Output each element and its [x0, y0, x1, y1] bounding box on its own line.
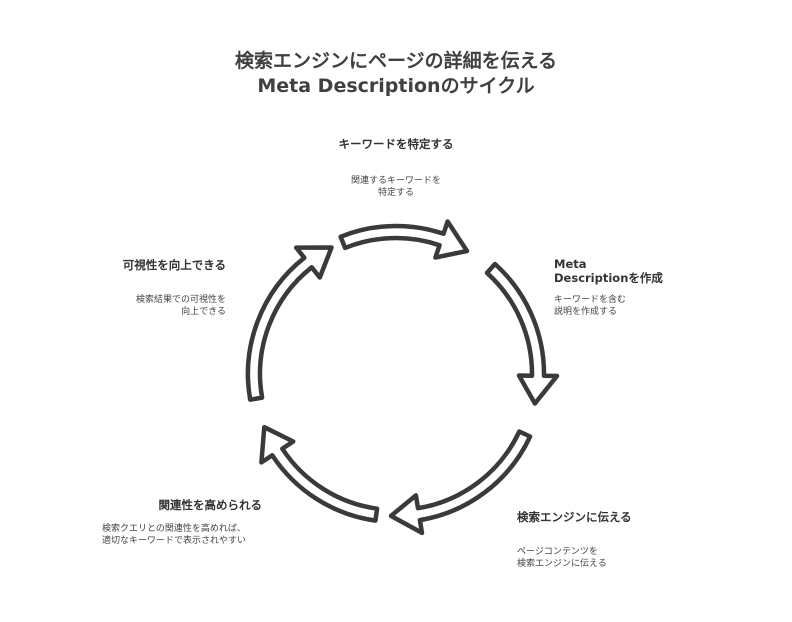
- stage-desc-line-1: 検索クエリとの関連性を高めれば、: [102, 524, 246, 534]
- stage-desc-line-2: 説明を作成する: [554, 307, 618, 317]
- stage-title: 関連性を高められる: [158, 498, 263, 512]
- arrow-to-tell-search-engine: [484, 261, 560, 406]
- stage-title-line-2: Descriptionを作成: [554, 271, 663, 285]
- stage-desc-line-1: 検索結果での可視性を: [135, 295, 226, 305]
- arrow-to-identify-keywords: [245, 245, 334, 402]
- stage-title-line-1: Meta: [554, 257, 587, 271]
- stage-desc-line-2: 検索エンジンに伝える: [517, 559, 607, 569]
- arrow-to-create-description: [338, 219, 470, 260]
- stage-title: 可視性を向上できる: [122, 258, 226, 272]
- stage-desc-line-1: 関連するキーワードを: [350, 176, 441, 186]
- stage-desc-line-1: ページコンテンツを: [517, 547, 598, 557]
- arrow-to-increase-relevance: [388, 429, 533, 536]
- title-line-1: 検索エンジンにページの詳細を伝える: [234, 50, 558, 72]
- stage-desc-line-2: 特定する: [377, 188, 414, 198]
- stage-desc-line-2: 適切なキーワードで表示されやすい: [102, 536, 247, 546]
- arrow-to-improve-visibility: [259, 424, 380, 523]
- stage-desc-line-2: 向上できる: [181, 307, 226, 317]
- stage-title: キーワードを特定する: [338, 137, 454, 151]
- title-line-2: Meta Descriptionのサイクル: [257, 75, 535, 97]
- stage-title: 検索エンジンに伝える: [517, 510, 632, 524]
- stage-desc-line-1: キーワードを含む: [554, 295, 627, 305]
